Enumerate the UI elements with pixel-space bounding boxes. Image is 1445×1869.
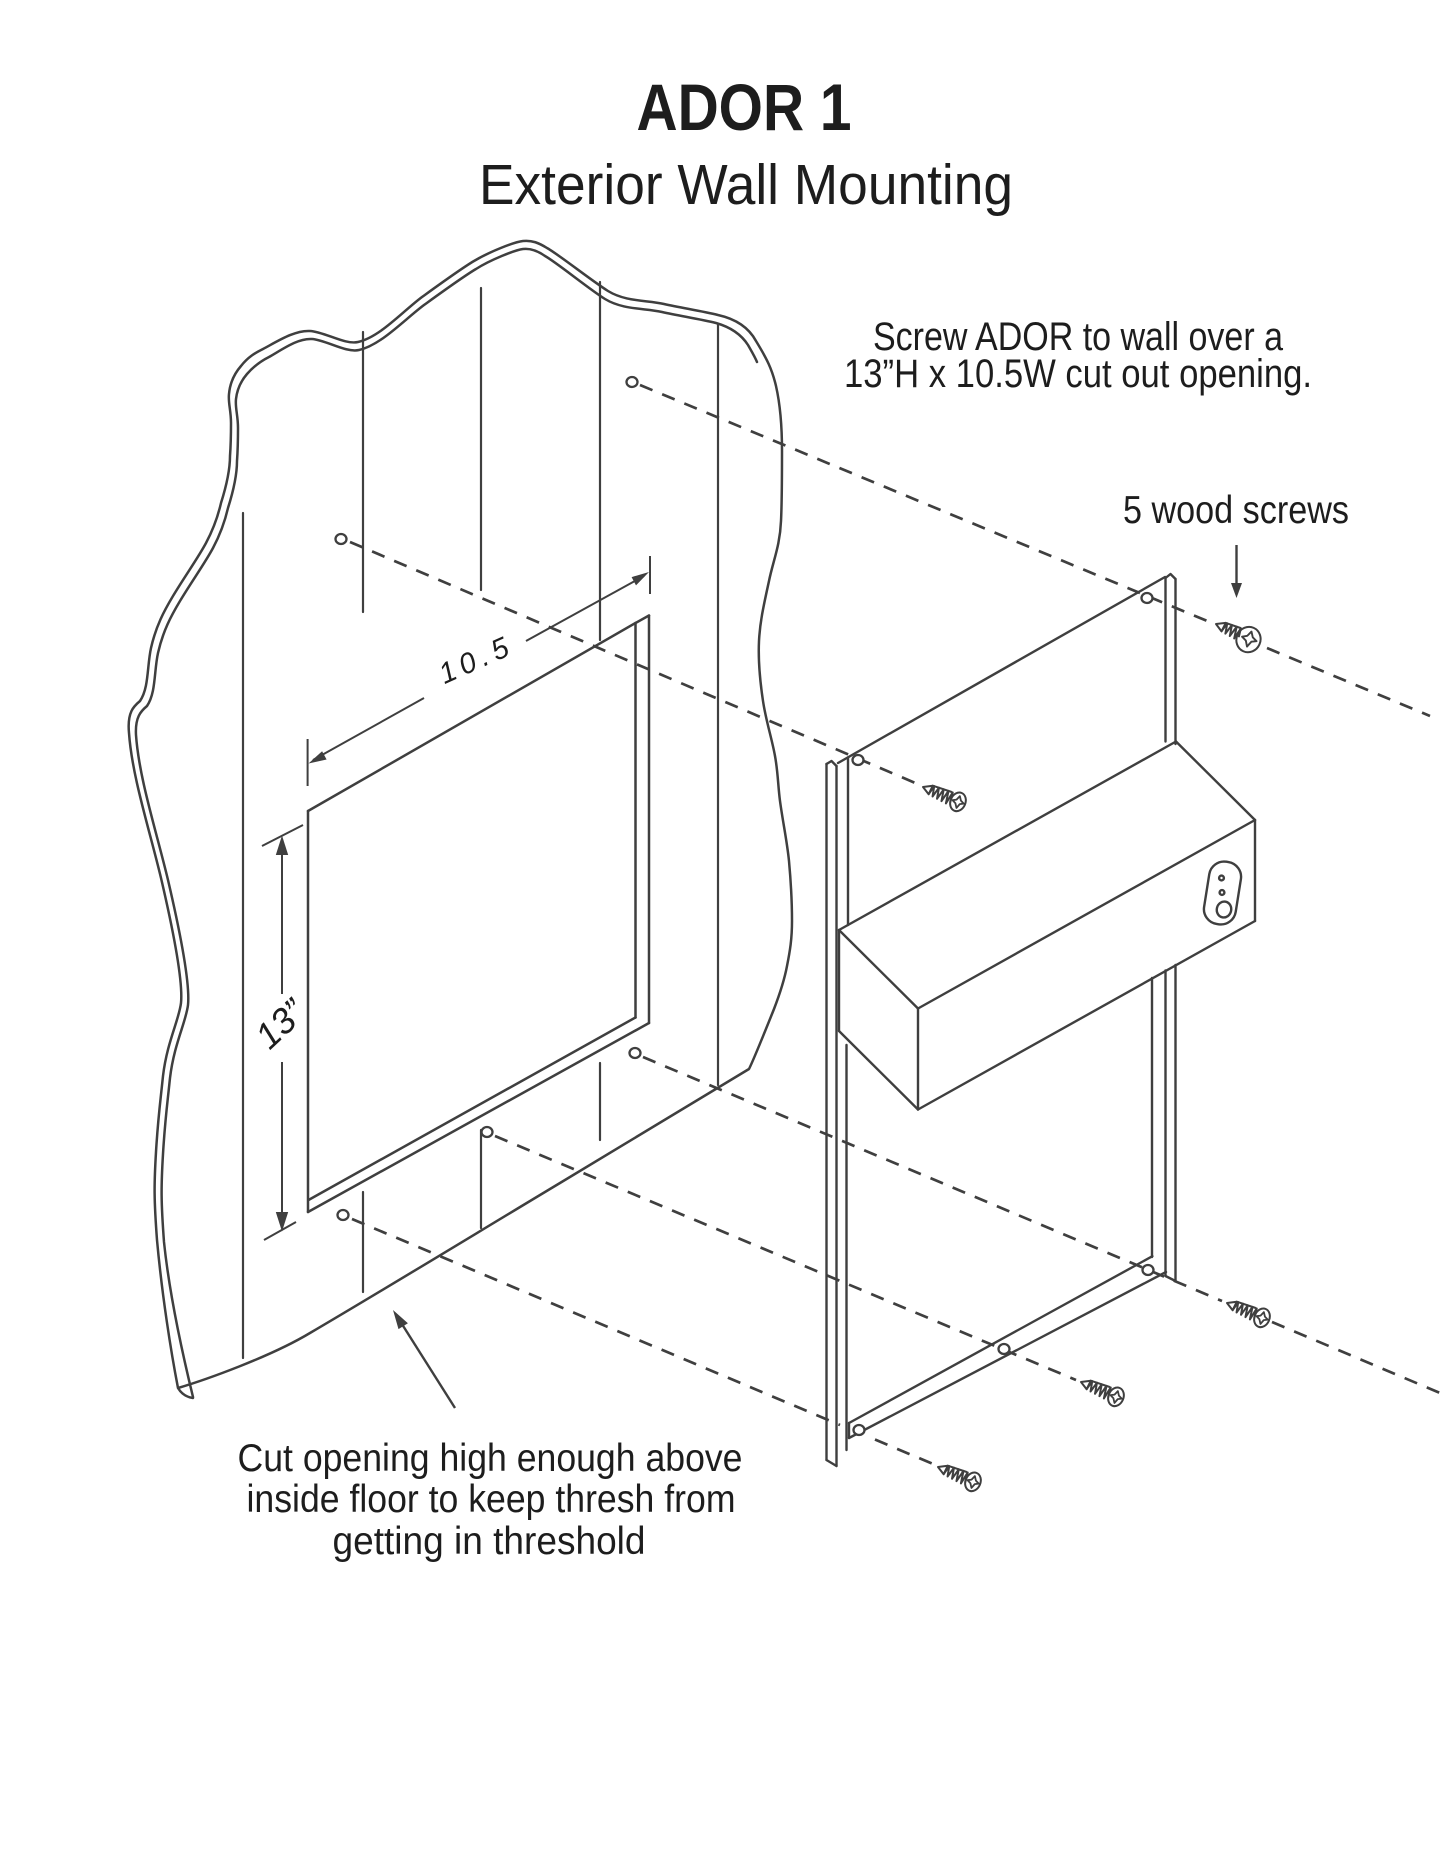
svg-text:Cut opening high enough above: Cut opening high enough above [238,1437,743,1480]
svg-text:5 wood screws: 5 wood screws [1123,489,1349,532]
svg-text:inside floor to keep thresh fr: inside floor to keep thresh from [247,1478,736,1521]
svg-text:ADOR 1: ADOR 1 [637,70,852,144]
svg-text:13”H x 10.5W cut out opening.: 13”H x 10.5W cut out opening. [844,352,1312,396]
svg-text:Screw ADOR to wall over a: Screw ADOR to wall over a [873,315,1284,359]
svg-text:Exterior Wall Mounting: Exterior Wall Mounting [479,153,1013,217]
svg-text:getting in threshold: getting in threshold [333,1520,646,1563]
